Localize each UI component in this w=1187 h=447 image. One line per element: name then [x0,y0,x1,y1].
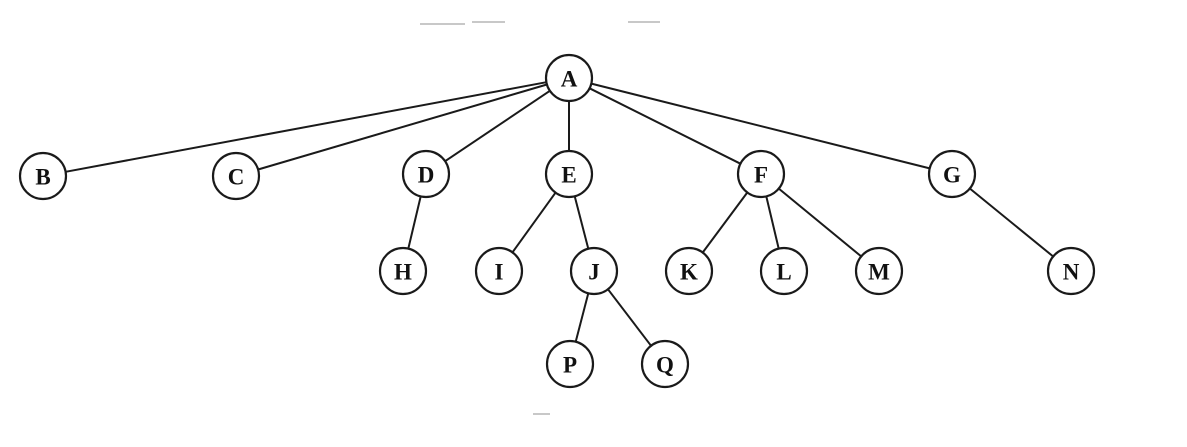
node-circle [378,246,428,296]
node-k: K [664,246,714,296]
node-label: C [228,165,245,190]
node-d: D [401,149,451,199]
scan-artifacts [420,21,660,415]
node-circle [544,149,594,199]
node-label: B [35,165,50,190]
edge-j-p [574,293,590,342]
node-circle [1046,246,1096,296]
node-circle [759,246,809,296]
node-circle [401,149,451,199]
node-circle [474,246,524,296]
edge-a-b [65,81,547,173]
node-e: E [544,149,594,199]
edge-g-n [969,187,1054,258]
node-label: H [394,260,412,285]
node-m: M [854,246,904,296]
edge-f-l [765,196,780,249]
node-circle [18,151,68,201]
node-j: J [569,246,619,296]
node-q: Q [640,339,690,389]
node-circle [854,246,904,296]
node-circle [569,246,619,296]
node-circle [664,246,714,296]
node-g: G [927,149,977,199]
node-i: I [474,246,524,296]
edge-a-g [591,82,930,170]
node-circle [736,149,786,199]
edge-f-k [701,191,749,254]
node-n: N [1046,246,1096,296]
node-circle [544,53,594,103]
node-c: C [211,151,261,201]
node-label: N [1063,260,1080,285]
nodes-layer: A B C D E F G H I J K L M N P Q [18,53,1096,389]
node-label: K [680,260,698,285]
edge-d-h [407,196,422,249]
node-a: A [544,53,594,103]
node-circle [211,151,261,201]
node-label: D [418,163,435,188]
node-b: B [18,151,68,201]
node-label: Q [656,353,674,378]
node-circle [545,339,595,389]
node-label: G [943,163,961,188]
edge-j-q [607,288,652,347]
node-f: F [736,149,786,199]
edge-f-m [778,187,862,258]
edge-a-c [257,83,548,171]
node-label: P [563,353,577,378]
node-label: M [868,260,890,285]
node-circle [927,149,977,199]
node-label: I [495,260,504,285]
node-circle [640,339,690,389]
node-l: L [759,246,809,296]
node-label: E [561,163,576,188]
edges-layer [65,81,1054,347]
node-label: F [754,163,768,188]
node-label: A [561,67,578,92]
edge-a-f [589,87,741,165]
node-p: P [545,339,595,389]
edge-e-j [573,196,590,249]
node-label: J [588,260,600,285]
node-h: H [378,246,428,296]
edge-a-d [444,89,551,163]
edge-e-i [511,192,557,253]
node-label: L [776,260,791,285]
